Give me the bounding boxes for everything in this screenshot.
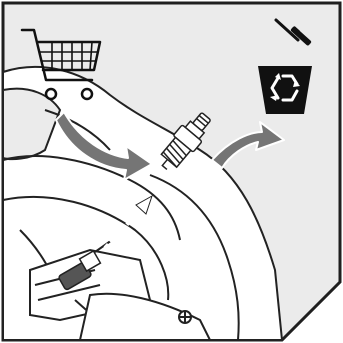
illustration-canvas [0,0,343,343]
maintenance-illustration [0,0,343,343]
